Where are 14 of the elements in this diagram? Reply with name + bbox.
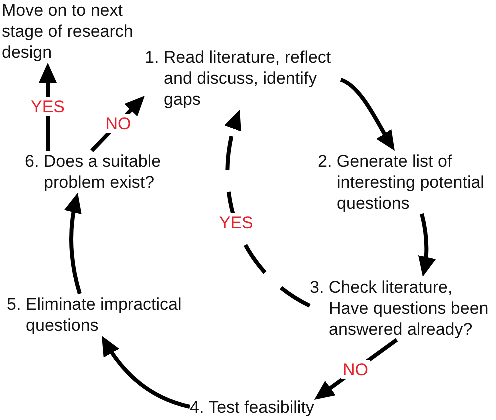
edge-label: YES (28, 98, 68, 116)
decision-text: 6. Does a suitable problem exist? (25, 151, 170, 193)
step-text: 5. Eliminate impractical questions (7, 294, 192, 336)
step-text: 2. Generate list of interesting potential questions (318, 151, 490, 214)
edge-label: NO (340, 360, 370, 380)
step-text: 4. Test feasibility (190, 397, 314, 418)
outcome-text: Move on to next stage of research design (2, 0, 138, 63)
arrow (340, 78, 395, 152)
step-text: 3. Check literature, Have questions been answered already? (310, 277, 492, 340)
arrow (102, 336, 190, 409)
step-text: 1. Read literature, reflect and discuss, identify gaps (145, 47, 341, 110)
arrow (64, 192, 82, 295)
edge-label: NO (104, 114, 134, 133)
arrow (418, 214, 436, 277)
